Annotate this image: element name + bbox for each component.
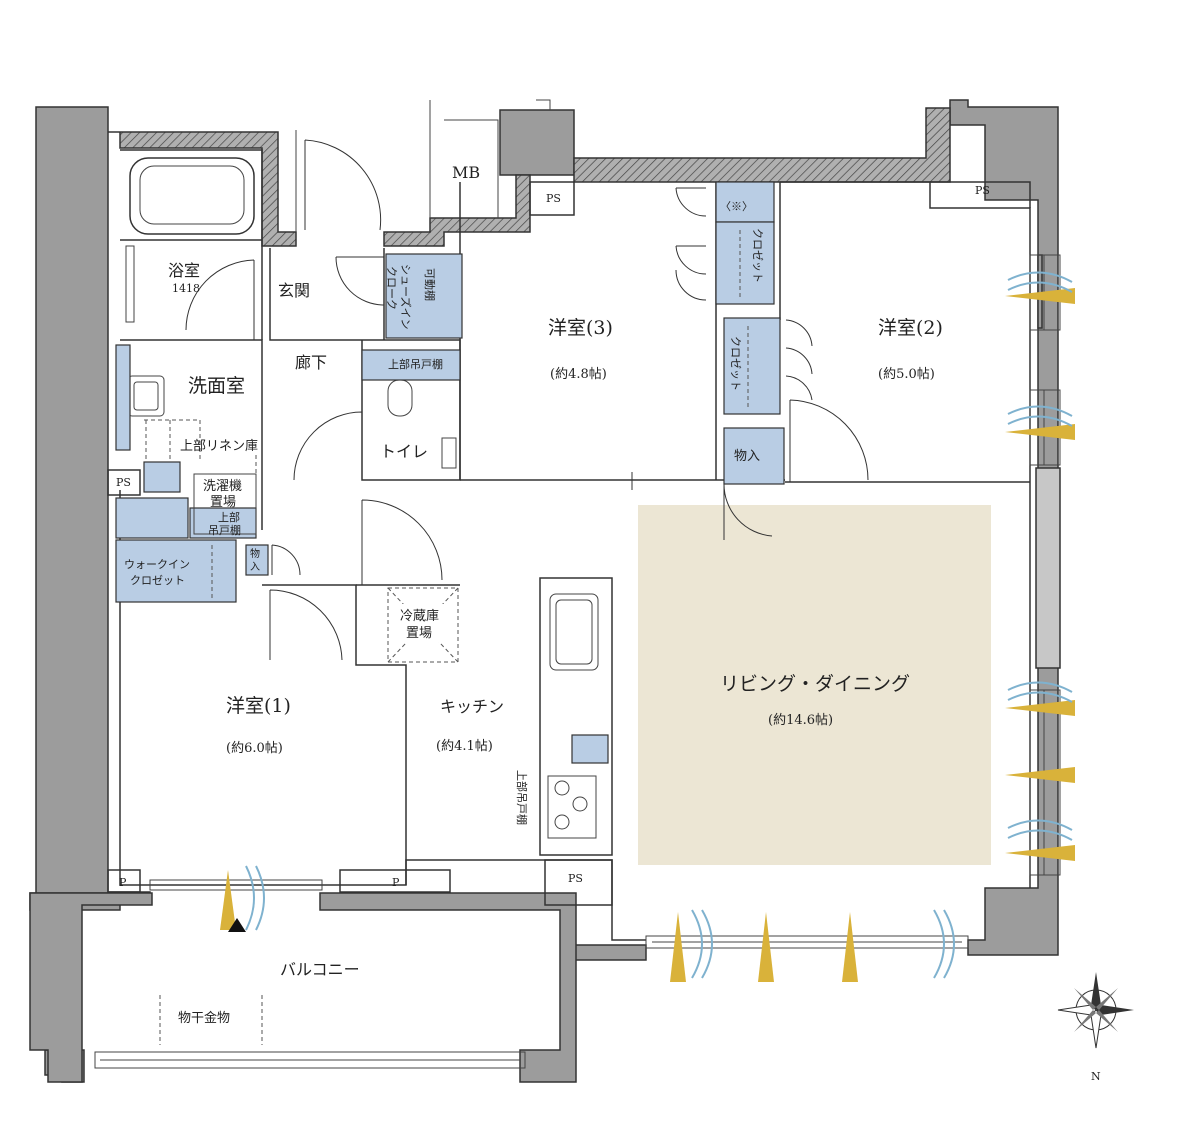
label-ps-left: PS <box>116 476 131 489</box>
label-western-room-1: 洋室(1) <box>226 695 291 717</box>
label-hallway: 廊下 <box>295 353 327 372</box>
label-storage-small-2: 入 <box>250 562 260 573</box>
label-upper-cabinet-washer-2: 吊戸棚 <box>208 523 241 537</box>
label-upper-cabinet-toilet: 上部吊戸棚 <box>388 357 443 371</box>
bathtub <box>125 157 255 323</box>
label-storage-small: 物 <box>250 547 260 560</box>
label-balcony: バルコニー <box>280 960 360 979</box>
label-upper-cabinet-washer-1: 上部 <box>218 510 240 524</box>
living-dining-floor <box>638 505 991 865</box>
label-p-left: P <box>119 876 127 889</box>
label-upper-linen: 上部リネン庫 <box>180 439 258 454</box>
sunlight-indicators <box>220 288 1075 982</box>
doors <box>185 139 869 661</box>
entry-arrow-icon <box>228 918 246 932</box>
label-fridge-2: 置場 <box>406 626 432 641</box>
label-kitchen-upper-cabinet: 上部吊戸棚 <box>515 770 529 825</box>
room-labels: 浴室 1418 玄関 シューズイン クローク 可動棚 廊下 上部吊戸棚 トイレ … <box>116 163 1101 1083</box>
label-western-room-2: 洋室(2) <box>878 317 943 339</box>
label-washer-2: 置場 <box>210 495 236 510</box>
label-closet-note: 〈※〉 <box>720 200 753 213</box>
label-p-mid: P <box>392 876 400 889</box>
exterior-walls <box>29 99 1061 1083</box>
washer-box <box>193 473 257 535</box>
label-shoe-closet-1: シューズイン <box>399 264 413 329</box>
label-washroom: 洗面室 <box>188 375 245 397</box>
label-storage-mid: 物入 <box>734 449 760 464</box>
label-compass-north: N <box>1091 1070 1101 1083</box>
label-shoe-closet-2: クローク <box>385 266 398 310</box>
label-living-dining-size: (約14.6帖) <box>768 713 833 728</box>
storage-blocks <box>115 181 785 764</box>
label-drying-hardware: 物干金物 <box>178 1010 230 1026</box>
label-ps-top: PS <box>546 192 561 205</box>
label-bathroom-size: 1418 <box>172 282 200 295</box>
label-closet-b: クロゼット <box>729 336 742 391</box>
label-walk-in-closet-1: ウォークイン <box>124 558 190 571</box>
label-walk-in-closet-2: クロゼット <box>130 574 185 587</box>
label-living-dining: リビング・ダイニング <box>720 673 910 695</box>
label-closet-a: クロゼット <box>751 228 764 283</box>
label-western-room-2-size: (約5.0帖) <box>878 367 935 382</box>
label-ps-right: PS <box>975 184 990 197</box>
label-washer-1: 洗濯機 <box>203 479 242 494</box>
label-western-room-1-size: (約6.0帖) <box>226 741 283 756</box>
label-mb: MB <box>452 163 480 182</box>
fridge-space <box>387 587 459 663</box>
compass-icon <box>1057 972 1134 1049</box>
label-toilet: トイレ <box>380 442 428 461</box>
label-ps-bottom: PS <box>568 872 583 885</box>
label-kitchen: キッチン <box>440 697 504 716</box>
label-fridge-1: 冷蔵庫 <box>400 609 439 624</box>
label-bathroom: 浴室 <box>168 261 200 280</box>
label-kitchen-size: (約4.1帖) <box>436 739 493 754</box>
label-entrance: 玄関 <box>278 281 310 300</box>
wind-indicators <box>245 271 1073 979</box>
hatched-walls <box>108 107 951 247</box>
label-movable-shelf: 可動棚 <box>423 268 437 301</box>
label-western-room-3-size: (約4.8帖) <box>550 367 607 382</box>
label-western-room-3: 洋室(3) <box>548 317 613 339</box>
